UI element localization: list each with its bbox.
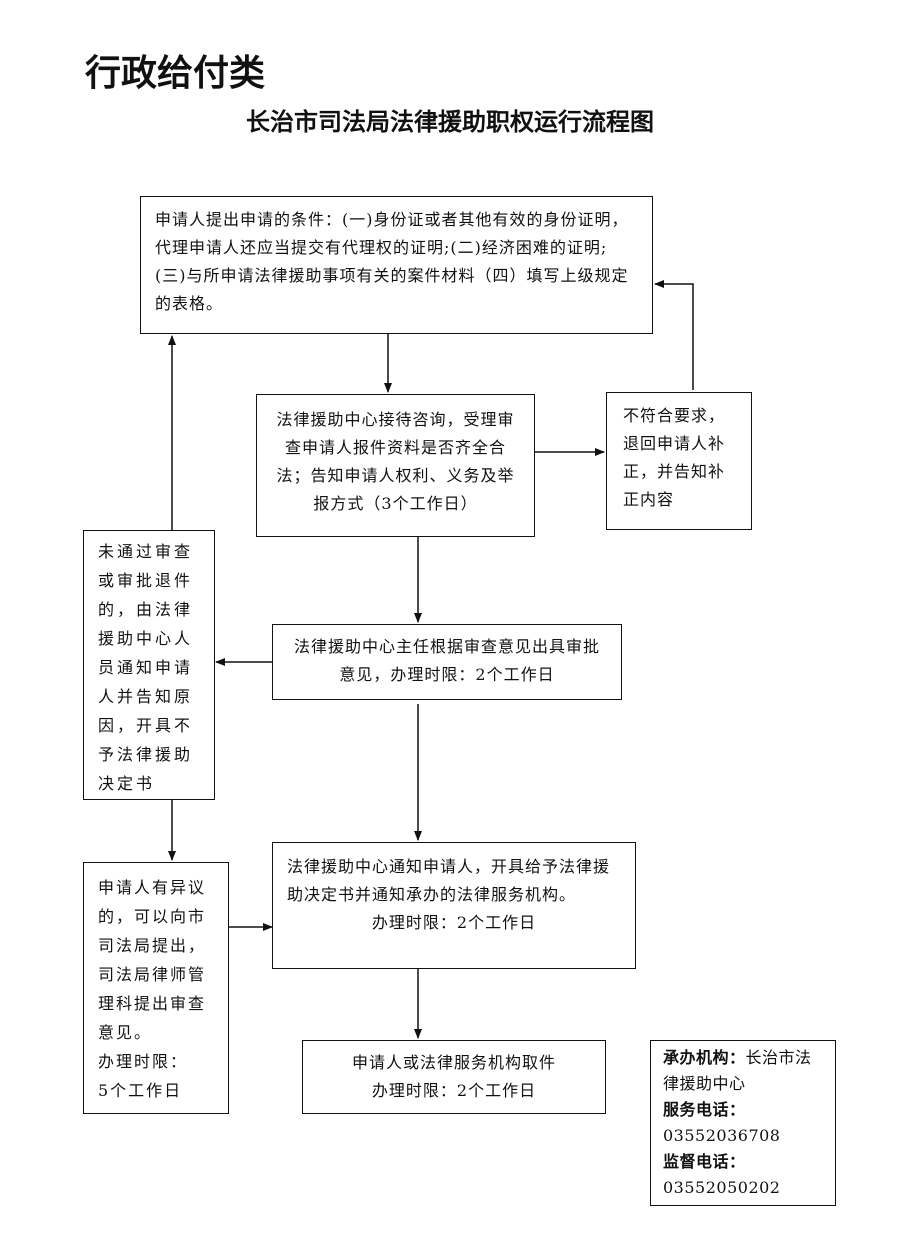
objection-text: 申请人有异议的，可以向市司法局提出，司法局律师管理科提出审查意见。 [98,878,207,1042]
pickup-box: 申请人或法律服务机构取件 办理时限：2个工作日 [302,1040,606,1114]
objection-box: 申请人有异议的，可以向市司法局提出，司法局律师管理科提出审查意见。 办理时限： … [83,862,229,1114]
service-phone-label: 服务电话： [663,1100,746,1119]
consult-box: 法律援助中心接待咨询，受理审查申请人报件资料是否齐全合法；告知申请人权利、义务及… [256,394,535,537]
pickup-time: 办理时限：2个工作日 [371,1081,537,1100]
notify-text: 法律援助中心通知申请人，开具给予法律援助决定书并通知承办的法律服务机构。 [287,857,611,904]
notify-box: 法律援助中心通知申请人，开具给予法律援助决定书并通知承办的法律服务机构。 办理时… [272,842,636,969]
approval-text: 法律援助中心主任根据审查意见出具审批意见，办理时限：2个工作日 [293,637,600,684]
noncompliant-text: 不符合要求，退回申请人补正，并告知补正内容 [623,406,726,509]
service-phone: 03552036708 [663,1126,781,1145]
objection-time-value: 5个工作日 [98,1081,183,1100]
category-heading: 行政给付类 [85,53,266,94]
conditions-text: 申请人提出申请的条件：(一)身份证或者其他有效的身份证明，代理申请人还应当提交有… [155,210,629,313]
approval-box: 法律援助中心主任根据审查意见出具审批意见，办理时限：2个工作日 [272,624,622,700]
org-label: 承办机构： [663,1048,746,1067]
arrow-noncompliant-to-conditions [654,280,694,390]
contact-box: 承办机构：长治市法律援助中心 服务电话： 03552036708 监督电话： 0… [650,1040,836,1206]
pickup-text: 申请人或法律服务机构取件 [351,1053,556,1072]
conditions-box: 申请人提出申请的条件：(一)身份证或者其他有效的身份证明，代理申请人还应当提交有… [140,196,653,334]
page-title: 长治市司法局法律援助职权运行流程图 [246,108,654,136]
noncompliant-box: 不符合要求，退回申请人补正，并告知补正内容 [606,392,752,530]
rejected-text: 未通过审查或审批退件的，由法律援助中心人员通知申请人并告知原因，开具不予法律援助… [98,542,194,793]
objection-time-label: 办理时限： [98,1052,189,1071]
supervise-phone-label: 监督电话： [663,1152,746,1171]
rejected-box: 未通过审查或审批退件的，由法律援助中心人员通知申请人并告知原因，开具不予法律援助… [83,530,215,800]
supervise-phone: 03552050202 [663,1178,781,1197]
consult-text: 法律援助中心接待咨询，受理审查申请人报件资料是否齐全合法；告知申请人权利、义务及… [276,410,515,513]
notify-time: 办理时限：2个工作日 [371,913,537,932]
org-value: 长治市法律援助中心 [663,1048,812,1093]
